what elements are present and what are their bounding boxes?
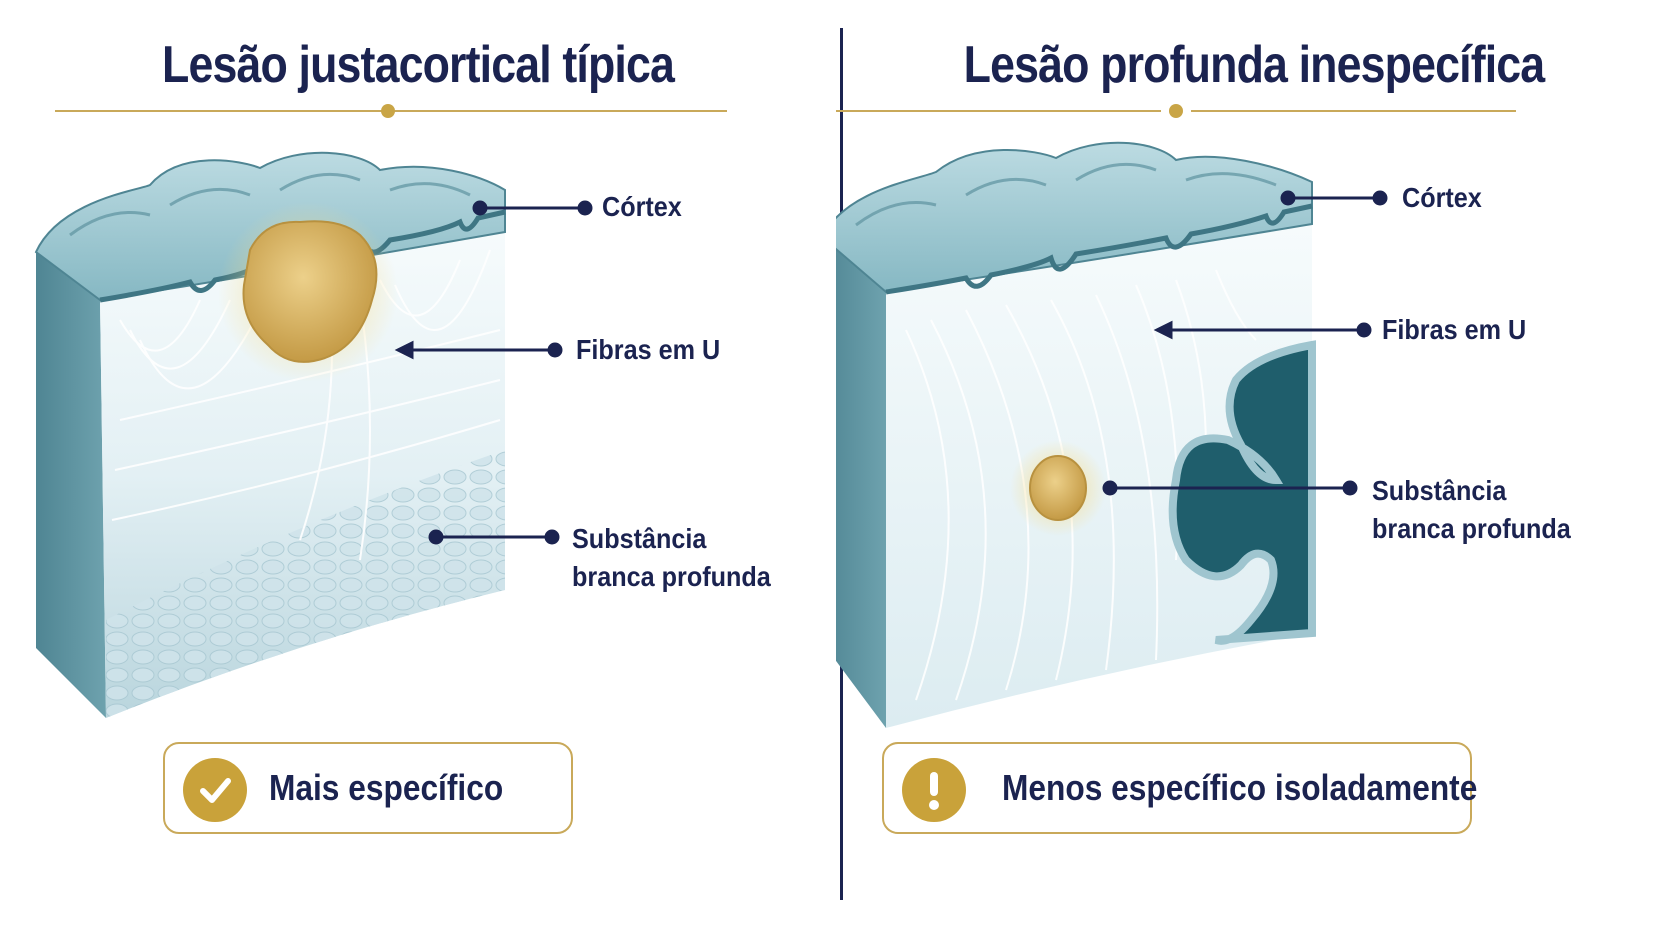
cortex-gray-matter-rim bbox=[885, 203, 1313, 295]
label-deep-white-matter: Substância branca profunda bbox=[1372, 472, 1571, 548]
deep-lesion bbox=[1029, 455, 1087, 521]
title-rule-dot bbox=[381, 104, 395, 118]
exclamation-icon bbox=[902, 758, 966, 822]
badge-text-less-specific: Menos específico isoladamente bbox=[1002, 767, 1478, 808]
label-deep-white-matter-line2: branca profunda bbox=[1372, 513, 1571, 544]
label-u-fibers: Fibras em U bbox=[1382, 314, 1527, 345]
panel-typical-juxtacortical: Lesão justacortical típica bbox=[34, 36, 771, 834]
badge-more-specific: Mais específico bbox=[163, 742, 573, 834]
cortex-gyri bbox=[855, 162, 1277, 227]
label-cortex: Córtex bbox=[1402, 182, 1482, 213]
title-rule-left-segment bbox=[836, 110, 1161, 112]
label-u-fibers: Fibras em U bbox=[576, 334, 721, 365]
cortex-gyri bbox=[69, 172, 471, 237]
deep-white-matter-texture bbox=[106, 450, 505, 718]
lateral-ventricle bbox=[1168, 340, 1316, 645]
badge-less-specific: Menos específico isoladamente bbox=[882, 742, 1477, 834]
badge-text-more-specific: Mais específico bbox=[269, 767, 504, 808]
title-rule-right-segment bbox=[1191, 110, 1516, 112]
title-deep-nonspecific: Lesão profunda inespecífica bbox=[963, 36, 1546, 94]
label-cortex: Córtex bbox=[602, 191, 682, 222]
label-deep-white-matter-line1: Substância bbox=[572, 523, 707, 554]
title-typical-juxtacortical: Lesão justacortical típica bbox=[162, 36, 675, 94]
brain-block-illustration-right bbox=[836, 141, 1388, 728]
panel-deep-nonspecific: Lesão profunda inespecífica bbox=[836, 0, 1672, 941]
label-deep-white-matter: Substância branca profunda bbox=[572, 520, 771, 596]
brain-block-illustration-left bbox=[34, 151, 593, 718]
label-deep-white-matter-line1: Substância bbox=[1372, 475, 1507, 506]
title-rule-left-segment bbox=[55, 110, 410, 112]
block-side-face bbox=[836, 249, 886, 728]
label-deep-white-matter-line2: branca profunda bbox=[572, 561, 771, 592]
check-icon bbox=[183, 758, 247, 822]
juxtacortical-lesion bbox=[242, 220, 378, 363]
title-rule-right-segment bbox=[405, 110, 727, 112]
title-rule-dot bbox=[1169, 104, 1183, 118]
cortex-surface bbox=[836, 141, 1313, 294]
label-pointers bbox=[394, 200, 593, 545]
label-pointers bbox=[1102, 190, 1388, 496]
block-side-face bbox=[36, 252, 106, 718]
